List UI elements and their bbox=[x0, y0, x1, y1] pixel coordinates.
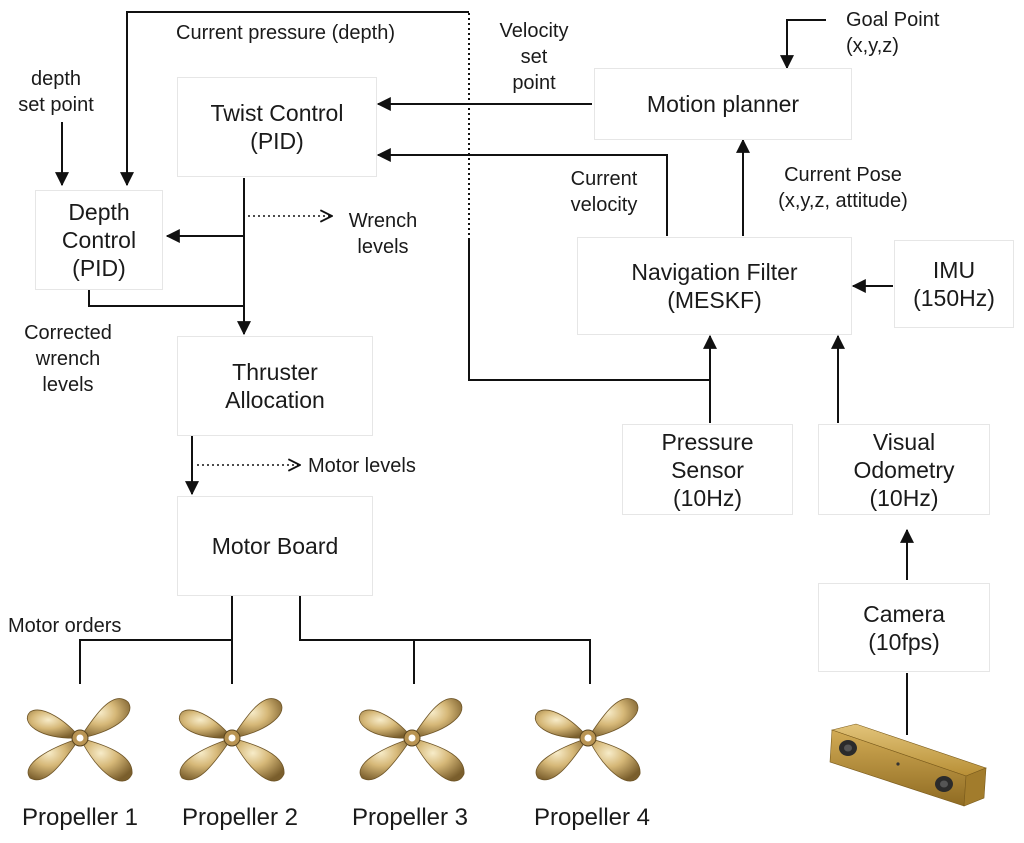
propeller-2-label: Propeller 2 bbox=[181, 804, 299, 831]
propeller-4-label: Propeller 4 bbox=[533, 804, 651, 831]
navigation-filter-sublabel: (MESKF) bbox=[667, 287, 762, 313]
thruster-allocation-label-2: Allocation bbox=[225, 387, 325, 413]
current-pose-label: Current Pose (x,y,z, attitude) bbox=[758, 162, 928, 214]
thruster-allocation-block: Thruster Allocation bbox=[177, 336, 373, 436]
depth-control-block: Depth Control (PID) bbox=[35, 190, 163, 290]
depth-control-label-2: Control bbox=[61, 227, 137, 253]
depth-to-thruster-line bbox=[88, 290, 244, 307]
navigation-filter-block: Navigation Filter (MESKF) bbox=[577, 237, 852, 335]
goal-point-label: Goal Point (x,y,z) bbox=[846, 7, 939, 59]
wrench-levels-line-1: Wrench bbox=[348, 210, 418, 232]
camera-block: Camera (10fps) bbox=[818, 583, 990, 672]
propeller-4-image bbox=[534, 698, 641, 782]
twist-control-sublabel: (PID) bbox=[250, 128, 304, 154]
current-velocity-line-1: Current bbox=[570, 168, 638, 190]
velocity-set-point-line-3: point bbox=[512, 72, 556, 94]
current-pressure-line bbox=[468, 240, 710, 381]
corrected-wrench-line-2: wrench bbox=[35, 348, 101, 370]
pressure-sensor-label-3: (10Hz) bbox=[672, 484, 742, 511]
propeller-3-label: Propeller 3 bbox=[351, 804, 469, 831]
thruster-allocation-label-1: Thruster bbox=[232, 359, 318, 385]
current-pose-line-2: (x,y,z, attitude) bbox=[778, 190, 908, 212]
camera-sublabel: (10fps) bbox=[868, 628, 940, 655]
pressure-sensor-label-1: Pressure bbox=[661, 428, 754, 455]
motion-planner-block: Motion planner bbox=[594, 68, 852, 140]
current-velocity-arrow bbox=[376, 148, 668, 236]
velocity-set-point-line-1: Velocity bbox=[499, 20, 569, 42]
wrench-levels-label: Wrench levels bbox=[336, 208, 430, 260]
current-pressure-label: Current pressure (depth) bbox=[176, 22, 395, 44]
propeller-1-image bbox=[26, 698, 133, 782]
propeller-2-image bbox=[178, 698, 285, 782]
corrected-wrench-levels-label: Corrected wrench levels bbox=[12, 320, 124, 398]
depth-set-point-line-1: depth bbox=[30, 68, 82, 90]
current-velocity-line-2: velocity bbox=[570, 194, 638, 216]
goal-point-line-1: Goal Point bbox=[846, 9, 940, 31]
velocity-set-point-line-2: set bbox=[520, 46, 548, 68]
motor-orders-left-branch bbox=[79, 639, 232, 684]
navigation-filter-label: Navigation Filter bbox=[631, 259, 798, 285]
motor-orders-right bbox=[299, 596, 591, 684]
pressure-sensor-label-2: Sensor bbox=[671, 456, 744, 483]
visual-odometry-label-3: (10Hz) bbox=[869, 484, 939, 511]
twist-control-block: Twist Control (PID) bbox=[177, 77, 377, 177]
twist-control-label: Twist Control bbox=[210, 100, 344, 126]
visual-odometry-block: Visual Odometry (10Hz) bbox=[818, 424, 990, 515]
corrected-wrench-line-3: levels bbox=[42, 374, 94, 396]
camera-label: Camera bbox=[863, 600, 945, 627]
current-velocity-label: Current velocity bbox=[560, 166, 648, 218]
depth-control-label-1: Depth bbox=[68, 199, 130, 225]
imu-sublabel: (150Hz) bbox=[913, 285, 995, 311]
current-pressure-top bbox=[120, 11, 469, 187]
corrected-wrench-line-1: Corrected bbox=[24, 322, 112, 344]
motor-orders-label: Motor orders bbox=[8, 615, 122, 637]
goal-point-arrow bbox=[780, 19, 826, 70]
imu-block: IMU (150Hz) bbox=[894, 240, 1014, 328]
depth-set-point-line-2: set point bbox=[18, 94, 94, 116]
goal-point-line-2: (x,y,z) bbox=[846, 35, 899, 57]
stereo-camera-image bbox=[829, 723, 987, 807]
visual-odometry-label-2: Odometry bbox=[853, 456, 955, 483]
motion-planner-label: Motion planner bbox=[646, 91, 800, 117]
current-pose-line-1: Current Pose bbox=[784, 164, 902, 186]
motor-levels-label: Motor levels bbox=[308, 455, 416, 477]
propeller-3-image bbox=[358, 698, 465, 782]
propeller-1-label: Propeller 1 bbox=[21, 804, 139, 831]
motor-board-block: Motor Board bbox=[177, 496, 373, 596]
depth-control-label-3: (PID) bbox=[72, 255, 126, 281]
pressure-sensor-block: Pressure Sensor (10Hz) bbox=[622, 424, 793, 515]
motor-board-label: Motor Board bbox=[211, 533, 339, 559]
imu-label: IMU bbox=[932, 257, 976, 283]
velocity-set-point-label: Velocity set point bbox=[486, 18, 582, 96]
visual-odometry-label-1: Visual bbox=[872, 428, 936, 455]
wrench-levels-line-2: levels bbox=[357, 236, 409, 258]
depth-set-point-label: depth set point bbox=[10, 66, 102, 118]
